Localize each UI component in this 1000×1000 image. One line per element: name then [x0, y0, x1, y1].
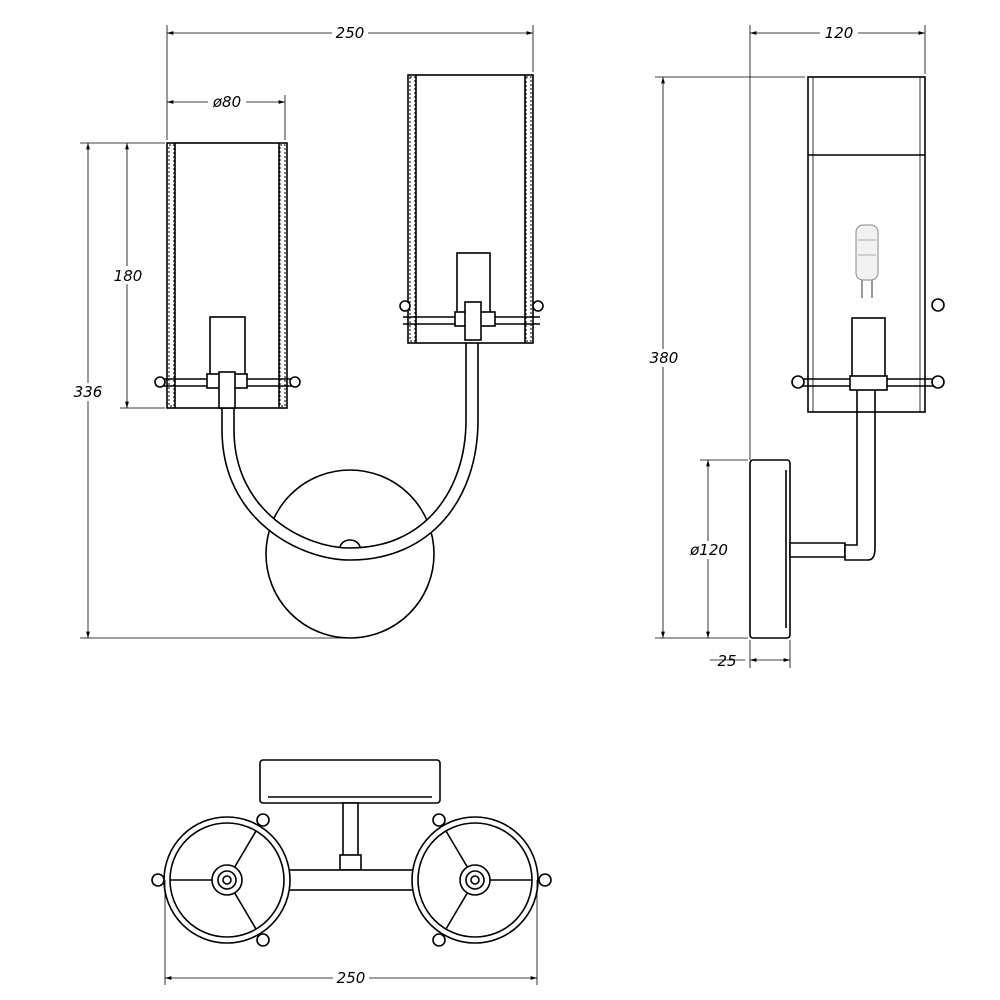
shade-diameter-label: ø80	[212, 93, 241, 111]
top-left-shade	[151, 813, 291, 947]
total-height-dimension: 336	[70, 142, 350, 639]
backplate-depth-dimension: 25	[710, 640, 791, 670]
width-dimension: 250	[166, 24, 534, 140]
backplate	[265, 469, 435, 639]
backplate-diameter-label: ø120	[689, 541, 728, 559]
side-backplate	[749, 459, 791, 639]
right-shade	[399, 74, 544, 344]
total-height-label: 336	[74, 383, 103, 401]
front-width-label: 250	[336, 24, 365, 42]
side-shade	[807, 76, 926, 413]
top-stem	[342, 802, 359, 859]
top-width-dimension: 250	[164, 880, 538, 987]
side-view: 120 380 ø120 25	[645, 24, 945, 670]
top-crossbar	[284, 869, 421, 891]
side-depth-label: 120	[825, 24, 854, 42]
top-width-label: 250	[337, 969, 366, 987]
front-view: 250 ø80 180 336	[70, 24, 544, 639]
bulb-icon	[855, 224, 879, 298]
side-height-label: 380	[650, 349, 679, 367]
backplate-diameter-dimension: ø120	[686, 459, 748, 638]
left-shade	[154, 142, 301, 409]
shade-height-label: 180	[114, 267, 143, 285]
side-arm-vertical	[844, 387, 876, 561]
backplate-depth-label: 25	[717, 652, 736, 670]
depth-dimension: 120	[749, 24, 926, 460]
side-height-dimension: 380	[645, 76, 805, 639]
shade-diameter-dimension: ø80	[167, 93, 286, 140]
top-right-shade	[411, 813, 552, 947]
top-view: 250	[151, 759, 552, 987]
left-socket	[209, 316, 246, 379]
shade-height-dimension: 180	[110, 142, 165, 409]
side-arm-horizontal	[789, 542, 846, 558]
side-socket	[851, 317, 886, 381]
